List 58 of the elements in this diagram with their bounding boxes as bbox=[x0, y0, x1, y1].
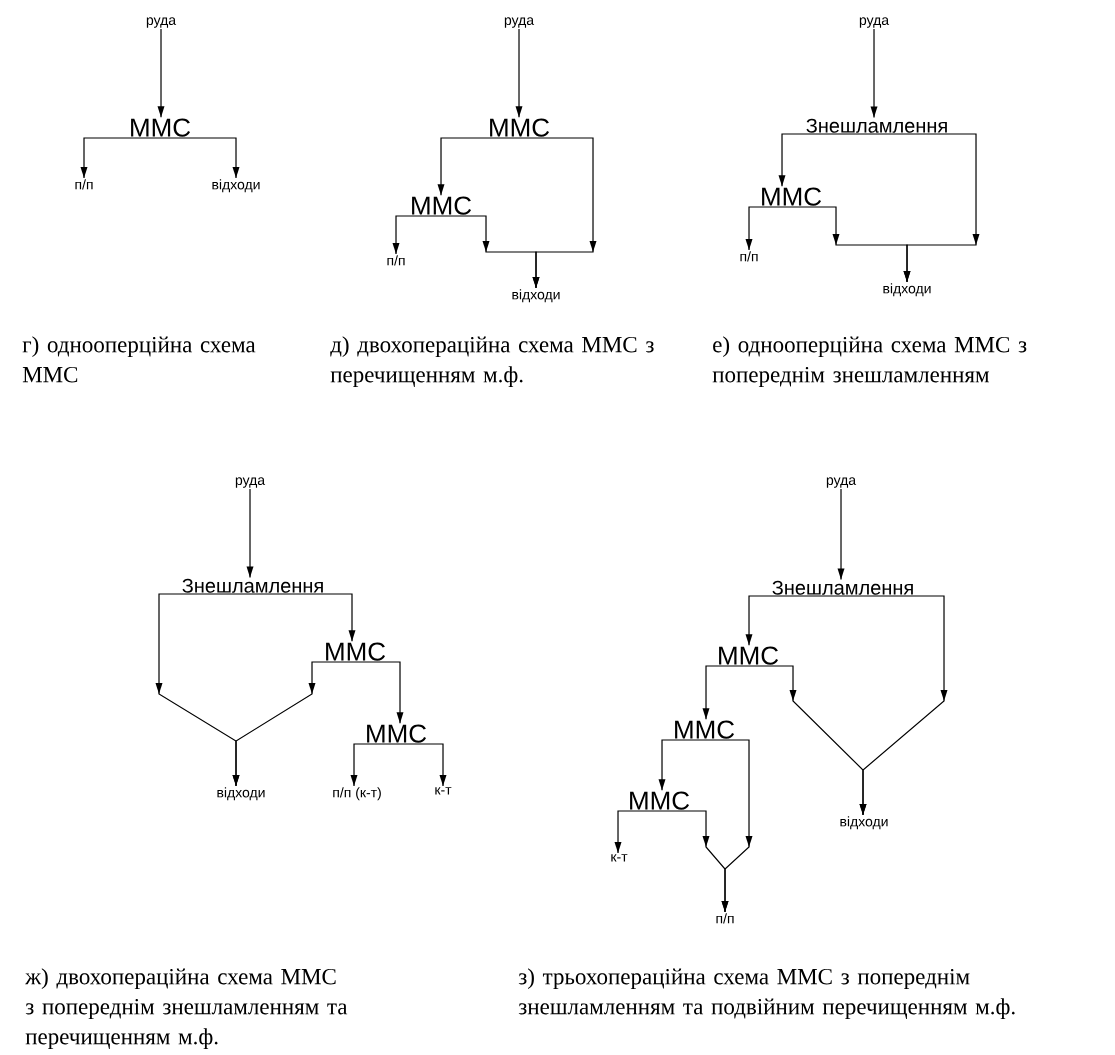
product-label: п/п bbox=[716, 913, 734, 924]
operation-label: ММС bbox=[412, 196, 472, 215]
flow-arrow bbox=[870, 28, 878, 119]
flow-arrow bbox=[658, 739, 705, 791]
product-label: к-т bbox=[611, 854, 628, 862]
product-label: к-т bbox=[435, 787, 452, 795]
flow-arrow bbox=[790, 206, 911, 283]
product-label: відходи bbox=[217, 787, 265, 801]
flow-arrow bbox=[747, 665, 867, 816]
flow-arrow bbox=[392, 215, 442, 255]
flow-arrow bbox=[350, 743, 397, 787]
flow-arrow bbox=[159, 137, 240, 179]
product-label: п/п bbox=[387, 255, 405, 266]
flow-arrow bbox=[395, 743, 447, 787]
flow-arrow bbox=[658, 810, 729, 913]
product-label: п/п (к-т) bbox=[333, 787, 381, 801]
caption: д) двохопераційна схема ММС з перечищенням м.ф. bbox=[330, 336, 654, 388]
caption: е) однооперційна схема ММС з попереднім знешламленням bbox=[712, 336, 1027, 388]
flow-arrow bbox=[614, 810, 660, 854]
feed-label: руда bbox=[146, 17, 177, 28]
operation-label: ММС bbox=[490, 118, 550, 137]
operation-label: ММС bbox=[367, 724, 427, 743]
product-label: п/п bbox=[75, 179, 93, 190]
flow-arrow bbox=[702, 665, 749, 720]
product-label: відходи bbox=[212, 179, 260, 193]
operation-label: Знешламлення bbox=[182, 578, 323, 593]
flow-arrow bbox=[157, 28, 165, 118]
operation-label: ММС bbox=[719, 646, 779, 665]
flow-arrow bbox=[837, 488, 845, 581]
product-label: відходи bbox=[883, 283, 931, 297]
feed-label: руда bbox=[826, 477, 857, 488]
flow-arrow bbox=[354, 661, 404, 724]
feed-label: руда bbox=[859, 17, 890, 28]
flow-arrow bbox=[246, 488, 254, 579]
flow-arrow bbox=[80, 137, 161, 179]
product-label: п/п bbox=[740, 251, 758, 262]
operation-label: ММС bbox=[762, 187, 822, 206]
flow-arrow bbox=[437, 137, 520, 196]
caption: ж) двохопераційна схема ММС з попереднім знешламленням та перечищенням м.ф. bbox=[25, 968, 348, 1050]
flow-arrow bbox=[745, 595, 844, 646]
flow-arrow bbox=[515, 28, 523, 118]
flow-arrow bbox=[745, 206, 792, 251]
caption: з) трьохопераційна схема ММС з попереднім знешламленням та подвійним перечищенням м.ф. bbox=[518, 968, 1015, 1020]
product-label: відходи bbox=[840, 816, 888, 830]
flow-arrow bbox=[232, 661, 356, 787]
operation-label: ММС bbox=[131, 118, 191, 137]
feed-label: руда bbox=[235, 477, 266, 488]
caption: г) однооперційна схема ММС bbox=[22, 336, 256, 383]
operation-label: Знешламлення bbox=[806, 118, 947, 133]
flow-arrow bbox=[252, 593, 356, 642]
operation-label: Знешламлення bbox=[772, 580, 913, 595]
flow-arrow bbox=[440, 215, 540, 289]
operation-label: ММС bbox=[675, 720, 735, 739]
flow-arrow bbox=[778, 133, 878, 187]
product-label: відходи bbox=[512, 289, 560, 303]
operation-label: ММС bbox=[326, 642, 386, 661]
feed-label: руда bbox=[504, 17, 535, 28]
operation-label: ММС bbox=[630, 791, 690, 810]
